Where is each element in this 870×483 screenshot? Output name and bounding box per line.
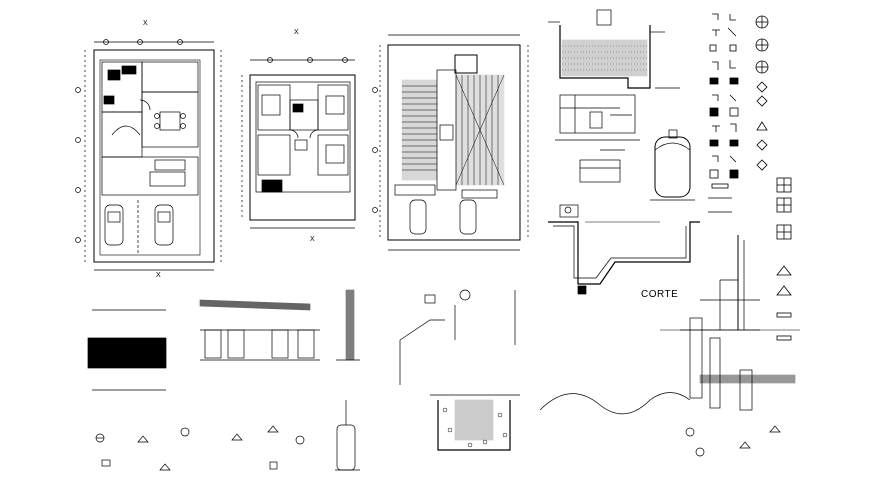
pool-section <box>548 204 700 295</box>
corte-label: CORTE <box>641 289 679 300</box>
symbol-scatter <box>95 425 781 471</box>
gutter-detail <box>199 299 320 361</box>
plumbing-details <box>555 94 640 183</box>
ground-floor-plan <box>75 39 222 271</box>
tank-elevation <box>650 129 695 201</box>
cistern-section <box>548 9 680 89</box>
pipe-detail <box>399 289 516 385</box>
axis-mark: X <box>294 29 299 36</box>
wall-section <box>336 289 360 361</box>
pipe-fittings-legend <box>708 13 792 341</box>
roof-plan <box>372 34 529 251</box>
registry-box-detail <box>430 394 520 451</box>
axis-mark: X <box>143 20 148 27</box>
water-heater-detail <box>335 400 360 471</box>
wall-detail <box>87 309 167 391</box>
axis-mark: X <box>310 236 315 243</box>
upper-floor-plan <box>241 57 356 229</box>
riser-diagram <box>660 235 800 411</box>
axis-mark: X <box>156 272 161 279</box>
drain-curve <box>539 392 691 415</box>
